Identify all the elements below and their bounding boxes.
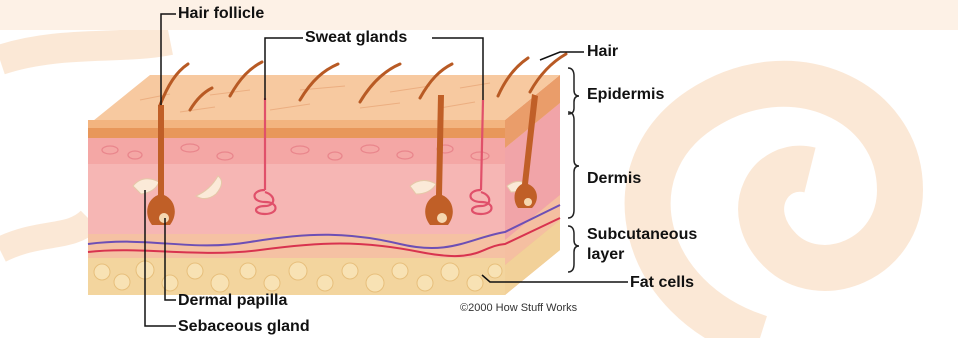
- label-sebaceous-gland: Sebaceous gland: [178, 318, 310, 336]
- copyright-notice: ©2000 How Stuff Works: [460, 302, 577, 314]
- layer-brackets: [568, 68, 579, 272]
- label-sweat-glands: Sweat glands: [305, 29, 407, 47]
- label-subcutaneous: Subcutaneous: [587, 226, 697, 244]
- label-subcutaneous-layer: layer: [587, 246, 624, 264]
- label-dermal-papilla: Dermal papilla: [178, 292, 287, 310]
- label-hair-follicle: Hair follicle: [178, 5, 264, 23]
- watermark-bar: [0, 0, 958, 30]
- label-dermis: Dermis: [587, 170, 641, 188]
- label-epidermis: Epidermis: [587, 86, 664, 104]
- label-hair: Hair: [587, 43, 618, 61]
- label-fat-cells: Fat cells: [630, 274, 694, 292]
